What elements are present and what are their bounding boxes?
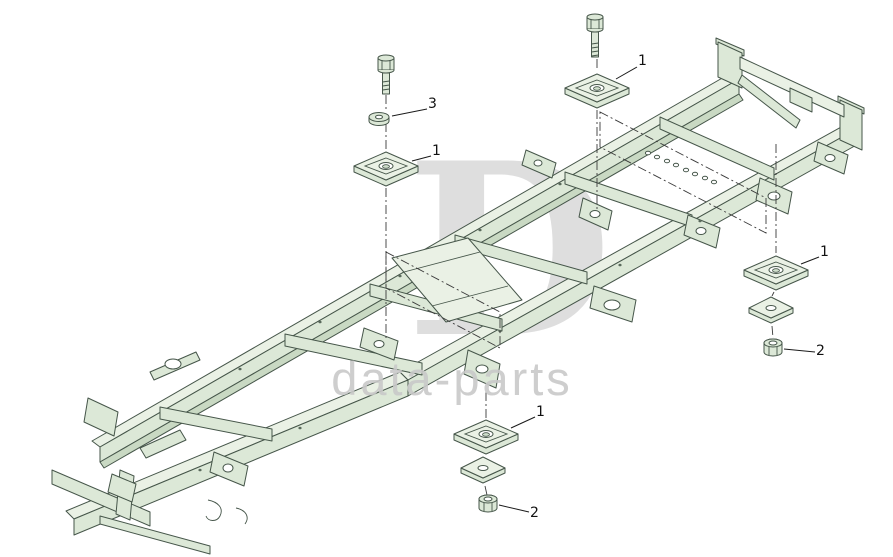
callout-nut-right: 2 <box>816 343 825 359</box>
washer-front <box>368 112 390 126</box>
callout-nut-bottom: 2 <box>530 505 539 521</box>
callout-pad-front: 1 <box>432 143 441 159</box>
lower-pad-right <box>748 296 794 324</box>
lower-pad-bottom <box>460 456 506 484</box>
body-mount-pad-rear <box>564 73 630 109</box>
body-mount-pad-bottom <box>453 419 519 455</box>
nut-bottom <box>478 494 498 513</box>
leader-lines <box>391 66 820 513</box>
callout-pad-right: 1 <box>820 244 829 260</box>
projection-lines <box>385 59 777 496</box>
watermark-text: data-parts <box>331 352 573 405</box>
chassis-frame <box>51 37 865 555</box>
callout-pad-bottom: 1 <box>536 404 545 420</box>
exploded-parts <box>353 13 809 513</box>
callout-washer: 3 <box>428 96 437 112</box>
callout-pad-rear: 1 <box>638 53 647 69</box>
nut-right <box>763 338 783 357</box>
body-mount-pad-front <box>353 151 419 187</box>
rail-hole-row <box>644 150 718 185</box>
bolt-rear <box>586 13 604 58</box>
bolt-front <box>377 54 395 95</box>
body-mount-pad-right <box>743 255 809 291</box>
